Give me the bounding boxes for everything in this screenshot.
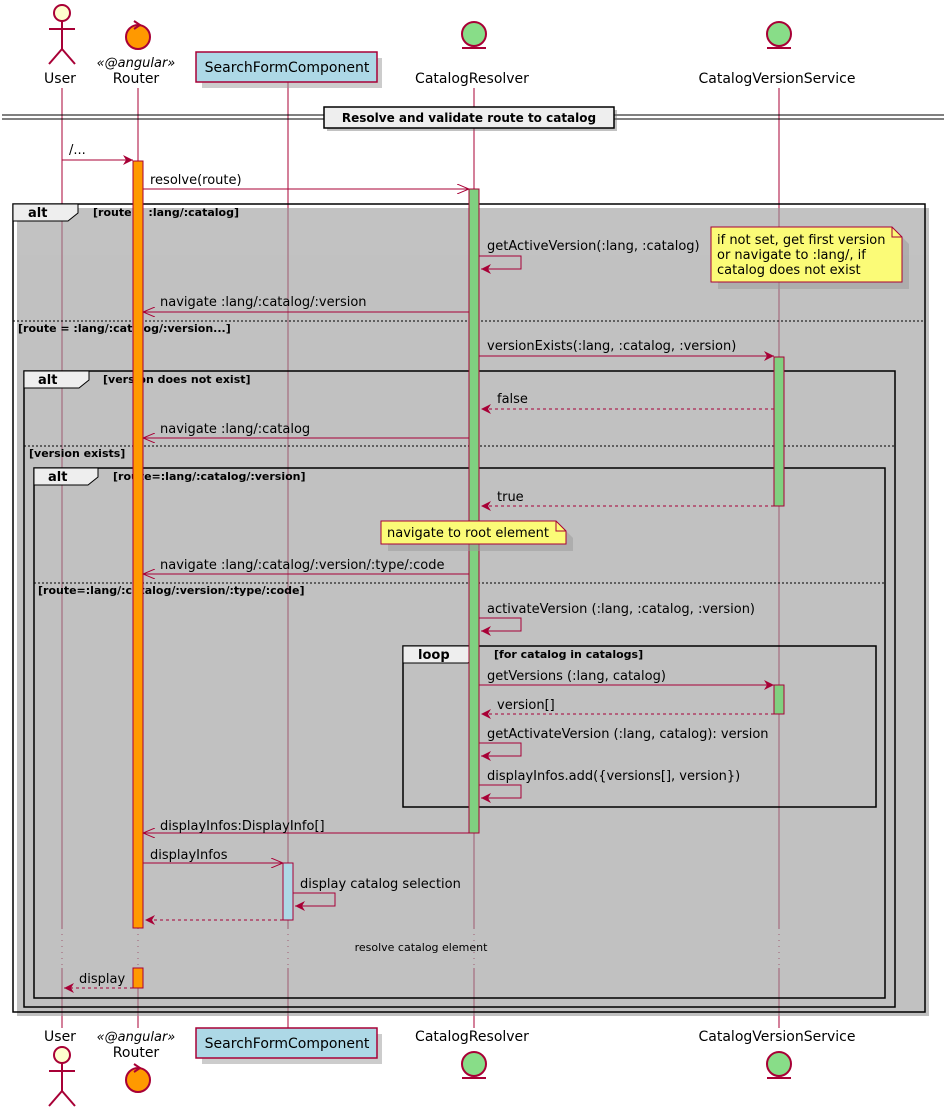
participant-catalog-resolver-bottom: CatalogResolver bbox=[415, 1029, 529, 1079]
participant-search-form-bottom: SearchFormComponent bbox=[195, 1027, 382, 1064]
fragment-alt-route-type-condition-1: [route=:lang/:catalog/:version] bbox=[113, 470, 306, 483]
entity-icon bbox=[461, 21, 487, 47]
message-m15: displayInfos:DisplayInfo[] bbox=[160, 819, 325, 834]
activation-catalog-resolver bbox=[468, 188, 480, 834]
entity-icon bbox=[461, 1051, 487, 1077]
message-m13: getActivateVersion (:lang, catalog): ver… bbox=[487, 727, 769, 742]
message-m11: getVersions (:lang, catalog) bbox=[487, 669, 666, 684]
arrow-m17 bbox=[293, 892, 336, 911]
participant-router-top: «@angular» Router bbox=[97, 20, 176, 87]
message-m17: display catalog selection bbox=[300, 877, 461, 892]
note-version-fallback-line-3: catalog does not exist bbox=[717, 263, 861, 278]
activation-router-display bbox=[132, 967, 144, 989]
arrow-m3 bbox=[479, 255, 522, 274]
entity-icon bbox=[766, 21, 792, 47]
delay-label: resolve catalog element bbox=[355, 941, 488, 954]
fragment-alt-route: alt [route = :lang/:catalog] [route = :l… bbox=[12, 203, 926, 1013]
participant-search-form-label: SearchFormComponent bbox=[205, 60, 370, 76]
fragment-alt-route-type: alt [route=:lang/:catalog/:version] [rou… bbox=[33, 467, 886, 999]
message-m5: versionExists(:lang, :catalog, :version) bbox=[487, 339, 736, 354]
arrow-m10 bbox=[479, 617, 522, 636]
participant-cvs-bottom: CatalogVersionService bbox=[699, 1029, 856, 1079]
entity-icon bbox=[766, 1051, 792, 1077]
fragment-alt-version-keyword: alt bbox=[38, 373, 57, 388]
fragment-alt-version-condition-2: [version exists] bbox=[29, 447, 125, 460]
message-m2: resolve(route) bbox=[150, 173, 242, 188]
group-divider: Resolve and validate route to catalog bbox=[2, 106, 944, 131]
activation-cvs-1 bbox=[773, 356, 785, 507]
message-m3: getActiveVersion(:lang, :catalog) bbox=[487, 239, 700, 254]
participant-cvs-top: CatalogVersionService bbox=[699, 21, 856, 87]
participant-cvs-label: CatalogVersionService bbox=[699, 71, 856, 87]
fragment-loop-keyword: loop bbox=[418, 648, 450, 663]
message-m10: activateVersion (:lang, :catalog, :versi… bbox=[487, 602, 755, 617]
fragment-alt-route-condition-1: [route = :lang/:catalog] bbox=[93, 206, 239, 219]
activation-cvs-2 bbox=[773, 684, 785, 715]
message-m8: true bbox=[497, 490, 524, 505]
participant-search-form-label-bottom: SearchFormComponent bbox=[205, 1036, 370, 1052]
participant-router-label-bottom: Router bbox=[113, 1045, 160, 1061]
participant-search-form-top: SearchFormComponent bbox=[195, 51, 382, 88]
message-m16: displayInfos bbox=[150, 848, 228, 863]
group-title: Resolve and validate route to catalog bbox=[342, 111, 596, 125]
participant-catalog-resolver-label-bottom: CatalogResolver bbox=[415, 1029, 529, 1045]
participant-router-stereotype-bottom: «@angular» bbox=[97, 1030, 176, 1045]
participant-user-label: User bbox=[44, 71, 76, 87]
message-m7: navigate :lang/:catalog bbox=[160, 422, 310, 437]
message-m12: version[] bbox=[497, 698, 555, 713]
participant-catalog-resolver-label: CatalogResolver bbox=[415, 71, 529, 87]
participant-user-label-bottom: User bbox=[44, 1029, 76, 1045]
actor-body-icon bbox=[48, 1063, 76, 1107]
arrow-m14 bbox=[479, 784, 522, 803]
actor-body-icon bbox=[48, 21, 76, 65]
fragment-loop: loop [for catalog in catalogs] bbox=[402, 645, 877, 808]
fragment-alt-route-condition-2: [route = :lang/:catalog/:version...] bbox=[18, 322, 231, 335]
fragment-shadows bbox=[17, 208, 929, 1016]
note-version-fallback-line-1: if not set, get first version bbox=[717, 233, 886, 248]
participant-router-stereotype: «@angular» bbox=[97, 56, 176, 71]
fragment-loop-condition: [for catalog in catalogs] bbox=[494, 648, 643, 661]
note-root-element-text: navigate to root element bbox=[387, 526, 549, 541]
message-m6: false bbox=[497, 392, 528, 407]
activation-search-form bbox=[282, 862, 294, 921]
participant-user-bottom: User bbox=[44, 1029, 76, 1107]
note-version-fallback: if not set, get first version or navigat… bbox=[710, 226, 909, 289]
message-m4: navigate :lang/:catalog/:version bbox=[160, 295, 367, 310]
control-icon bbox=[125, 24, 151, 50]
actor-head-icon bbox=[53, 1046, 71, 1064]
message-m18: display bbox=[79, 972, 125, 987]
participant-user-top: User bbox=[44, 4, 76, 87]
participant-router-label: Router bbox=[113, 71, 160, 87]
arrow-m13 bbox=[479, 742, 522, 761]
participant-catalog-resolver-top: CatalogResolver bbox=[415, 21, 529, 87]
note-version-fallback-line-2: or navigate to :lang/, if bbox=[717, 248, 866, 263]
message-m9: navigate :lang/:catalog/:version/:type/:… bbox=[160, 558, 444, 573]
activation-router bbox=[132, 160, 144, 929]
participant-router-bottom: «@angular» Router bbox=[97, 1030, 176, 1093]
fragment-alt-route-type-condition-2: [route=:lang/:catalog/:version/:type/:co… bbox=[38, 584, 305, 597]
participant-cvs-label-bottom: CatalogVersionService bbox=[699, 1029, 856, 1045]
messages bbox=[62, 155, 774, 993]
message-labels: /... resolve(route) getActiveVersion(:la… bbox=[69, 143, 769, 987]
control-icon bbox=[125, 1067, 151, 1093]
fragment-alt-route-keyword: alt bbox=[28, 206, 47, 221]
fragment-alt-version-condition-1: [version does not exist] bbox=[103, 373, 251, 386]
actor-head-icon bbox=[53, 4, 71, 22]
note-root-element: navigate to root element bbox=[380, 520, 573, 551]
fragment-alt-route-type-keyword: alt bbox=[48, 470, 67, 485]
message-m14: displayInfos.add({versions[], version}) bbox=[487, 769, 740, 784]
message-m1: /... bbox=[69, 143, 86, 158]
activation-bars bbox=[132, 160, 785, 989]
